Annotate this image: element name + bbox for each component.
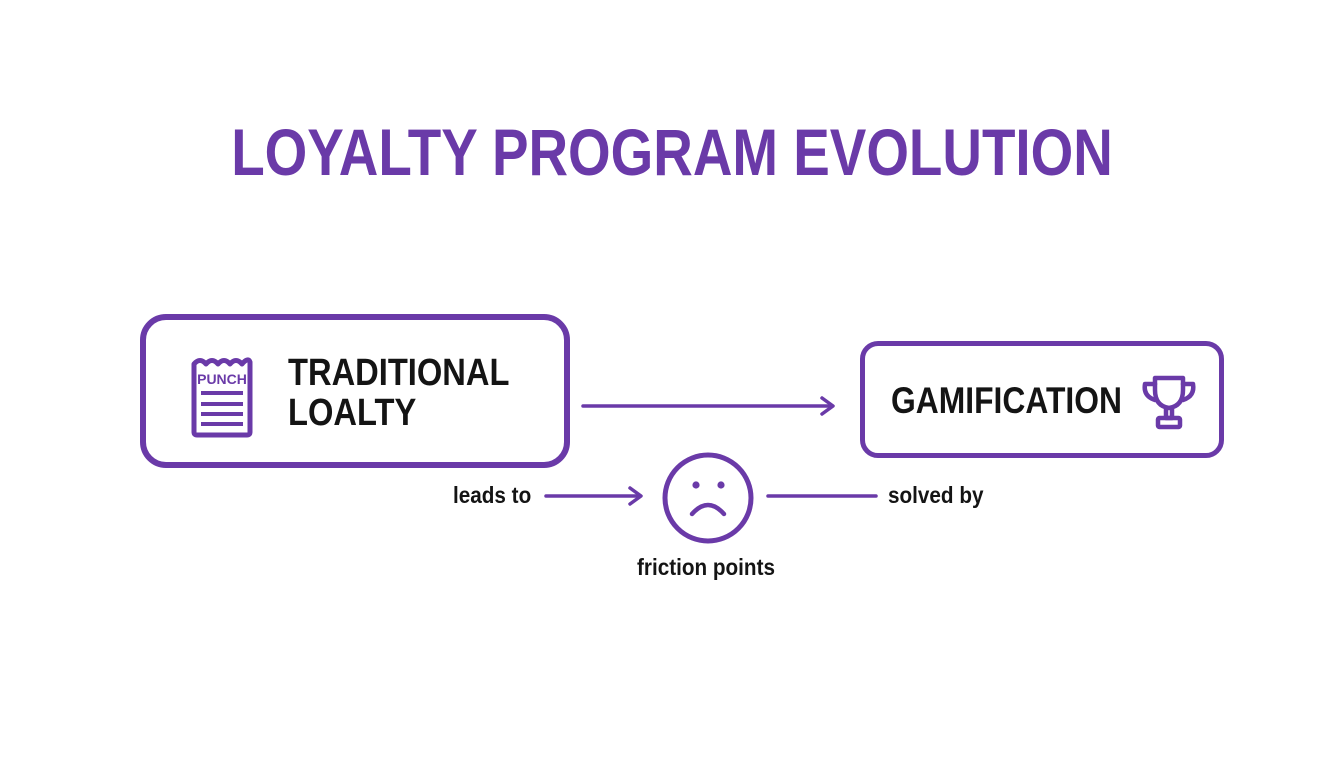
punch-card-icon: PUNCH — [191, 357, 253, 438]
diagram-title: LOYALTY PROGRAM EVOLUTION — [231, 115, 1113, 189]
node-label-friction-points: friction points — [637, 554, 775, 580]
arrow-traditional-to-gamification — [581, 396, 835, 416]
node-traditional-loyalty: PUNCH TRADITIONAL LOALTY — [140, 314, 570, 468]
node-label-gamification: GAMIFICATION — [891, 380, 1122, 421]
node-label-traditional-loyalty: TRADITIONAL LOALTY — [288, 352, 510, 434]
svg-text:PUNCH: PUNCH — [197, 371, 247, 387]
node-gamification: GAMIFICATION — [860, 341, 1224, 458]
edge-label-solved-by: solved by — [888, 482, 984, 508]
trophy-icon — [1142, 375, 1196, 430]
arrow-leads-to — [544, 486, 643, 506]
edge-label-leads-to: leads to — [453, 482, 532, 508]
sad-face-icon — [662, 452, 754, 544]
